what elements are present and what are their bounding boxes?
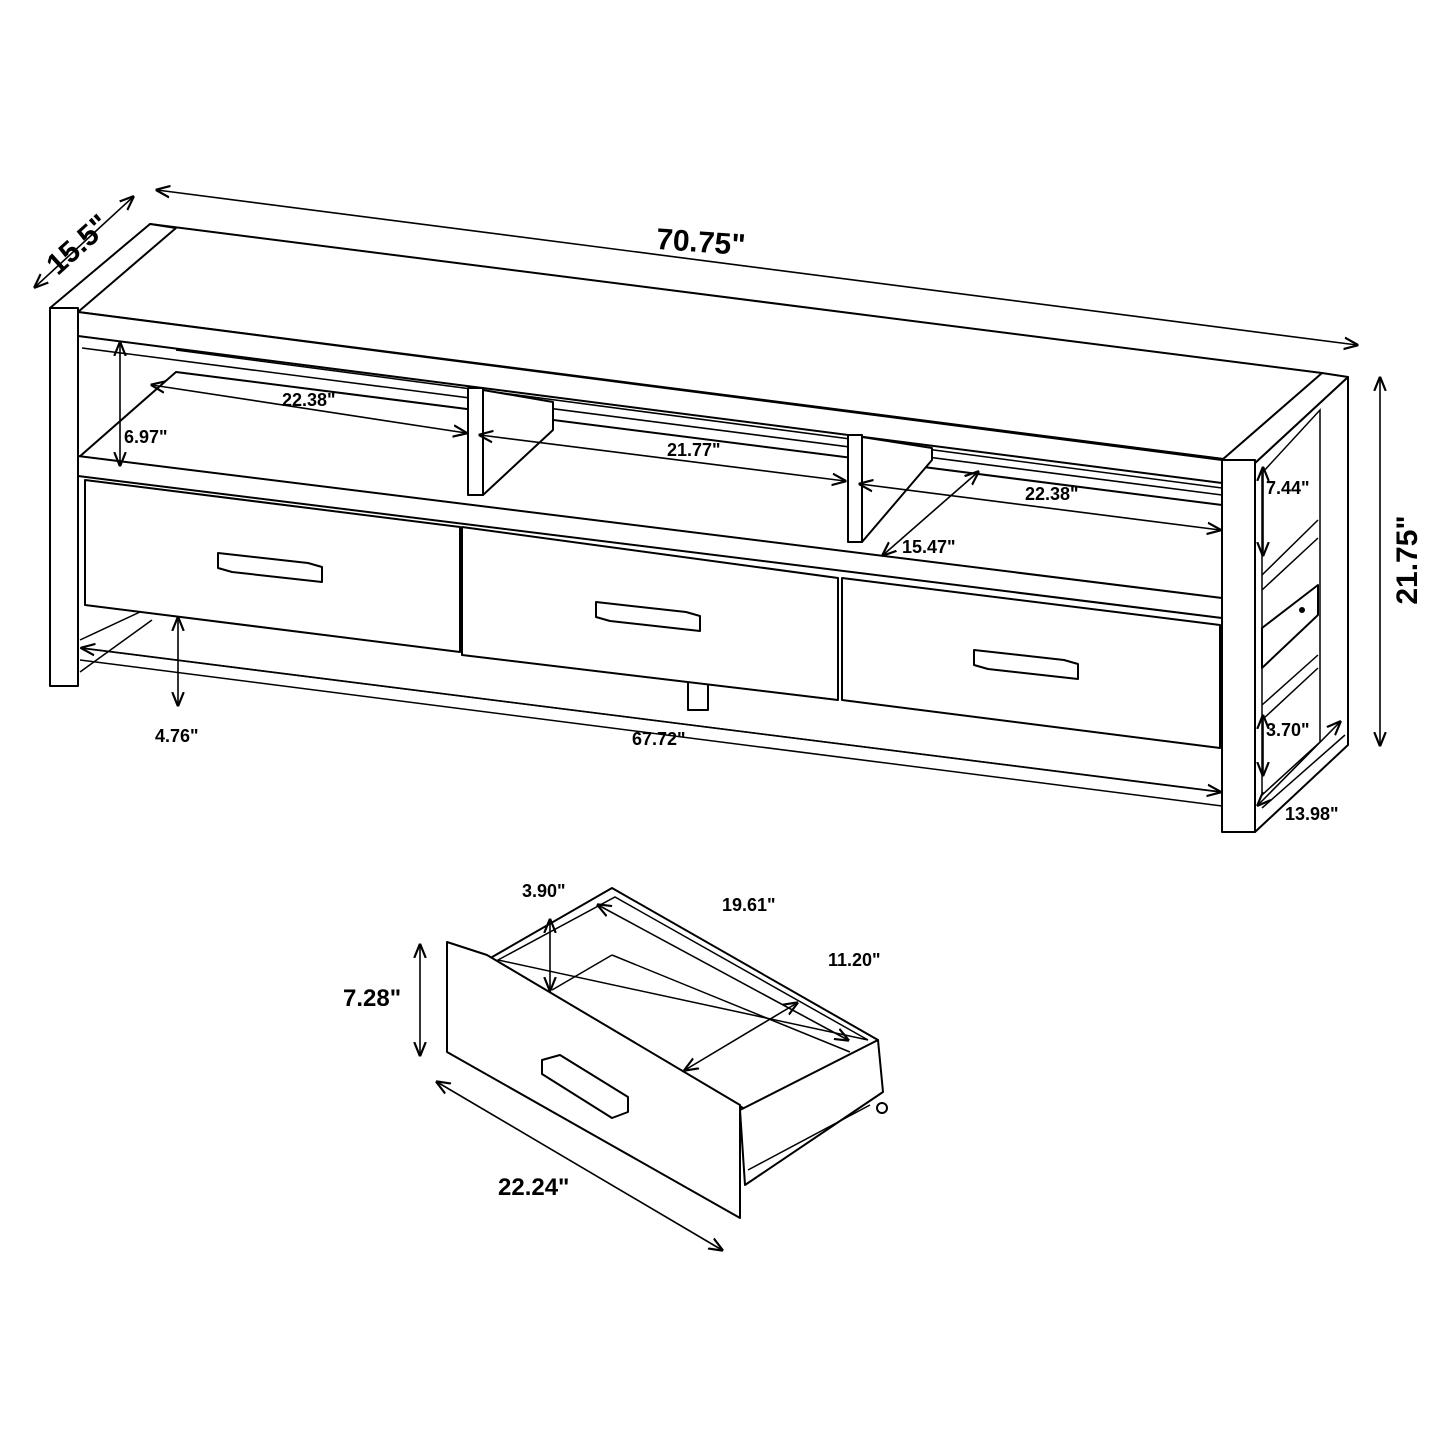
right-opening-width-label: 22.38" [1025,484,1079,504]
bottom-clearance-label: 4.76" [155,726,199,746]
left-leg [49,307,79,687]
side-rail-height-label: 3.70" [1266,720,1310,740]
center-opening-width-label: 21.77" [667,440,721,460]
drawer-inner-height-label: 3.90" [522,881,566,901]
drawer-width-label: 22.24" [498,1174,569,1201]
side-inner-depth-label: 13.98" [1285,804,1339,824]
drawer-left[interactable] [84,479,461,653]
opening-height-right-label: 7.44" [1266,478,1310,498]
divider-right-front [847,434,863,543]
drawer-handle[interactable] [595,601,701,632]
overall-height-label: 21.75" [1391,515,1424,604]
drawer-height-label: 7.28" [343,985,401,1012]
dimension-lines [35,190,1380,1250]
right-leg [1221,459,1256,833]
drawer-handle[interactable] [217,552,323,583]
shelf-depth-label: 15.47" [902,537,956,557]
inner-bottom-width-label: 67.72" [632,729,686,749]
opening-height-left-label: 6.97" [124,427,168,447]
left-opening-width-label: 22.38" [282,390,336,410]
drawer-detail [446,887,888,1219]
overall-width-label: 70.75" [655,223,746,262]
drawer-inner-depth-label: 11.20" [828,950,881,970]
tv-console [49,223,1349,833]
drawer-side [739,1039,884,1186]
divider-left-front [467,387,484,496]
drawer-inner-width-label: 19.61" [722,895,776,915]
